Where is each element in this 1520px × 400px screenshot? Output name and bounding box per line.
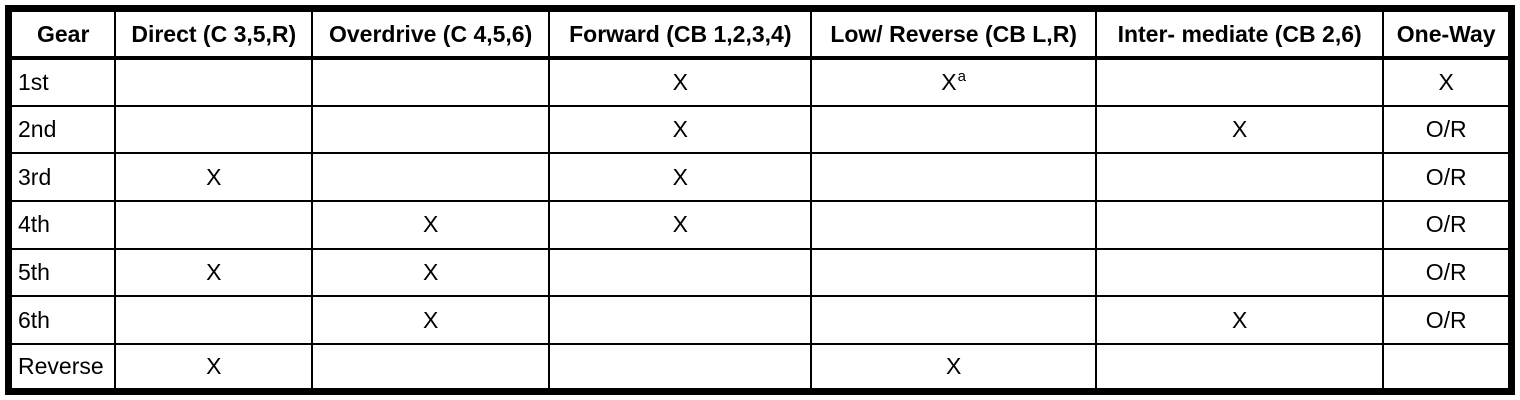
row-header-gear: 4th bbox=[7, 199, 117, 250]
apply-cell bbox=[548, 295, 813, 345]
apply-cell: O/R bbox=[1382, 199, 1513, 250]
column-header-low-reverse: Low/ Reverse (CB L,R) bbox=[810, 7, 1097, 60]
apply-cell: X bbox=[311, 247, 551, 298]
clutch-application-table: Gear Direct (C 3,5,R) Overdrive (C 4,5,6… bbox=[5, 5, 1515, 395]
column-header-intermediate: Inter- mediate (CB 2,6) bbox=[1094, 7, 1385, 60]
apply-cell bbox=[810, 152, 1097, 202]
apply-cell bbox=[311, 57, 551, 107]
apply-cell bbox=[1094, 152, 1385, 202]
apply-cell bbox=[1382, 342, 1513, 393]
apply-cell bbox=[1094, 342, 1385, 393]
header-row: Gear Direct (C 3,5,R) Overdrive (C 4,5,6… bbox=[7, 7, 1513, 60]
apply-cell: X bbox=[114, 247, 314, 298]
footnote-marker: a bbox=[957, 68, 966, 86]
apply-cell bbox=[311, 104, 551, 155]
apply-cell: X bbox=[810, 342, 1097, 393]
apply-cell bbox=[1094, 57, 1385, 107]
apply-cell: O/R bbox=[1382, 247, 1513, 298]
apply-cell: O/R bbox=[1382, 152, 1513, 202]
column-header-forward: Forward (CB 1,2,3,4) bbox=[548, 7, 813, 60]
column-header-one-way: One-Way bbox=[1382, 7, 1513, 60]
apply-cell: X bbox=[311, 199, 551, 250]
apply-cell: X bbox=[1382, 57, 1513, 107]
apply-cell bbox=[548, 247, 813, 298]
apply-cell bbox=[1094, 199, 1385, 250]
apply-cell bbox=[810, 199, 1097, 250]
column-header-overdrive: Overdrive (C 4,5,6) bbox=[311, 7, 551, 60]
apply-cell bbox=[548, 342, 813, 393]
apply-cell bbox=[114, 199, 314, 250]
apply-cell: Xa bbox=[810, 57, 1097, 107]
apply-cell bbox=[810, 104, 1097, 155]
row-header-gear: 5th bbox=[7, 247, 117, 298]
apply-cell: X bbox=[114, 342, 314, 393]
row-header-gear: 3rd bbox=[7, 152, 117, 202]
apply-cell: X bbox=[311, 295, 551, 345]
row-header-gear: Reverse bbox=[7, 342, 117, 393]
column-header-gear: Gear bbox=[7, 7, 117, 60]
apply-cell: X bbox=[548, 199, 813, 250]
apply-cell bbox=[810, 247, 1097, 298]
column-header-direct: Direct (C 3,5,R) bbox=[114, 7, 314, 60]
table-header: Gear Direct (C 3,5,R) Overdrive (C 4,5,6… bbox=[7, 7, 1513, 60]
apply-cell: X bbox=[114, 152, 314, 202]
apply-cell: X bbox=[1094, 104, 1385, 155]
apply-cell bbox=[311, 152, 551, 202]
apply-cell bbox=[1094, 247, 1385, 298]
apply-cell: X bbox=[1094, 295, 1385, 345]
apply-cell bbox=[311, 342, 551, 393]
apply-cell bbox=[810, 295, 1097, 345]
row-header-gear: 2nd bbox=[7, 104, 117, 155]
apply-cell: X bbox=[548, 104, 813, 155]
apply-cell bbox=[114, 57, 314, 107]
apply-cell: O/R bbox=[1382, 295, 1513, 345]
apply-cell: X bbox=[548, 152, 813, 202]
apply-cell: X bbox=[548, 57, 813, 107]
row-header-gear: 6th bbox=[7, 295, 117, 345]
row-header-gear: 1st bbox=[7, 57, 117, 107]
apply-cell: O/R bbox=[1382, 104, 1513, 155]
apply-cell bbox=[114, 104, 314, 155]
apply-cell bbox=[114, 295, 314, 345]
